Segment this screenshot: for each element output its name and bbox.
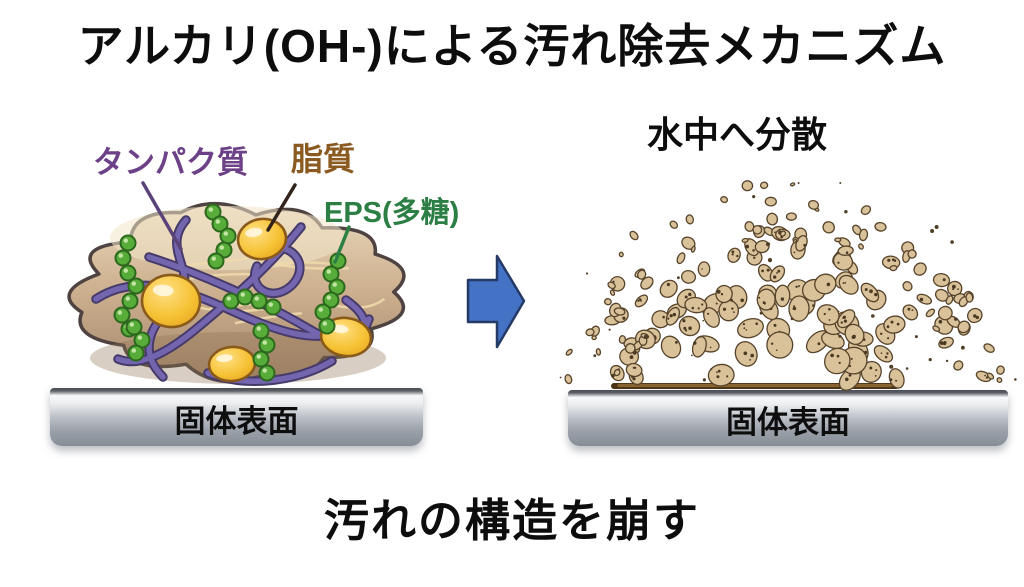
lipid-label: 脂質 [291, 141, 356, 177]
page-title: アルカリ(OH-)による汚れ除去メカニズム [77, 20, 947, 72]
solid-surface-left-label: 固体表面 [174, 403, 299, 439]
eps-label: EPS(多糖) [324, 197, 460, 229]
bottom-caption: 汚れの構造を崩す [323, 495, 700, 546]
dispersed-particles [559, 180, 1017, 391]
eps-bead-chains [113, 203, 347, 382]
solid-surface-right: 固体表面 [568, 390, 1008, 446]
lipid-droplets [140, 217, 373, 383]
right-arrow-icon [466, 254, 526, 349]
solid-surface-left: 固体表面 [50, 388, 423, 446]
protein-strands [91, 215, 374, 386]
dispersed-in-water-label: 水中へ分散 [646, 114, 827, 155]
protein-label: タンパク質 [93, 145, 248, 180]
solid-surface-right-label: 固体表面 [726, 404, 850, 440]
label-leader-lines [141, 181, 351, 264]
